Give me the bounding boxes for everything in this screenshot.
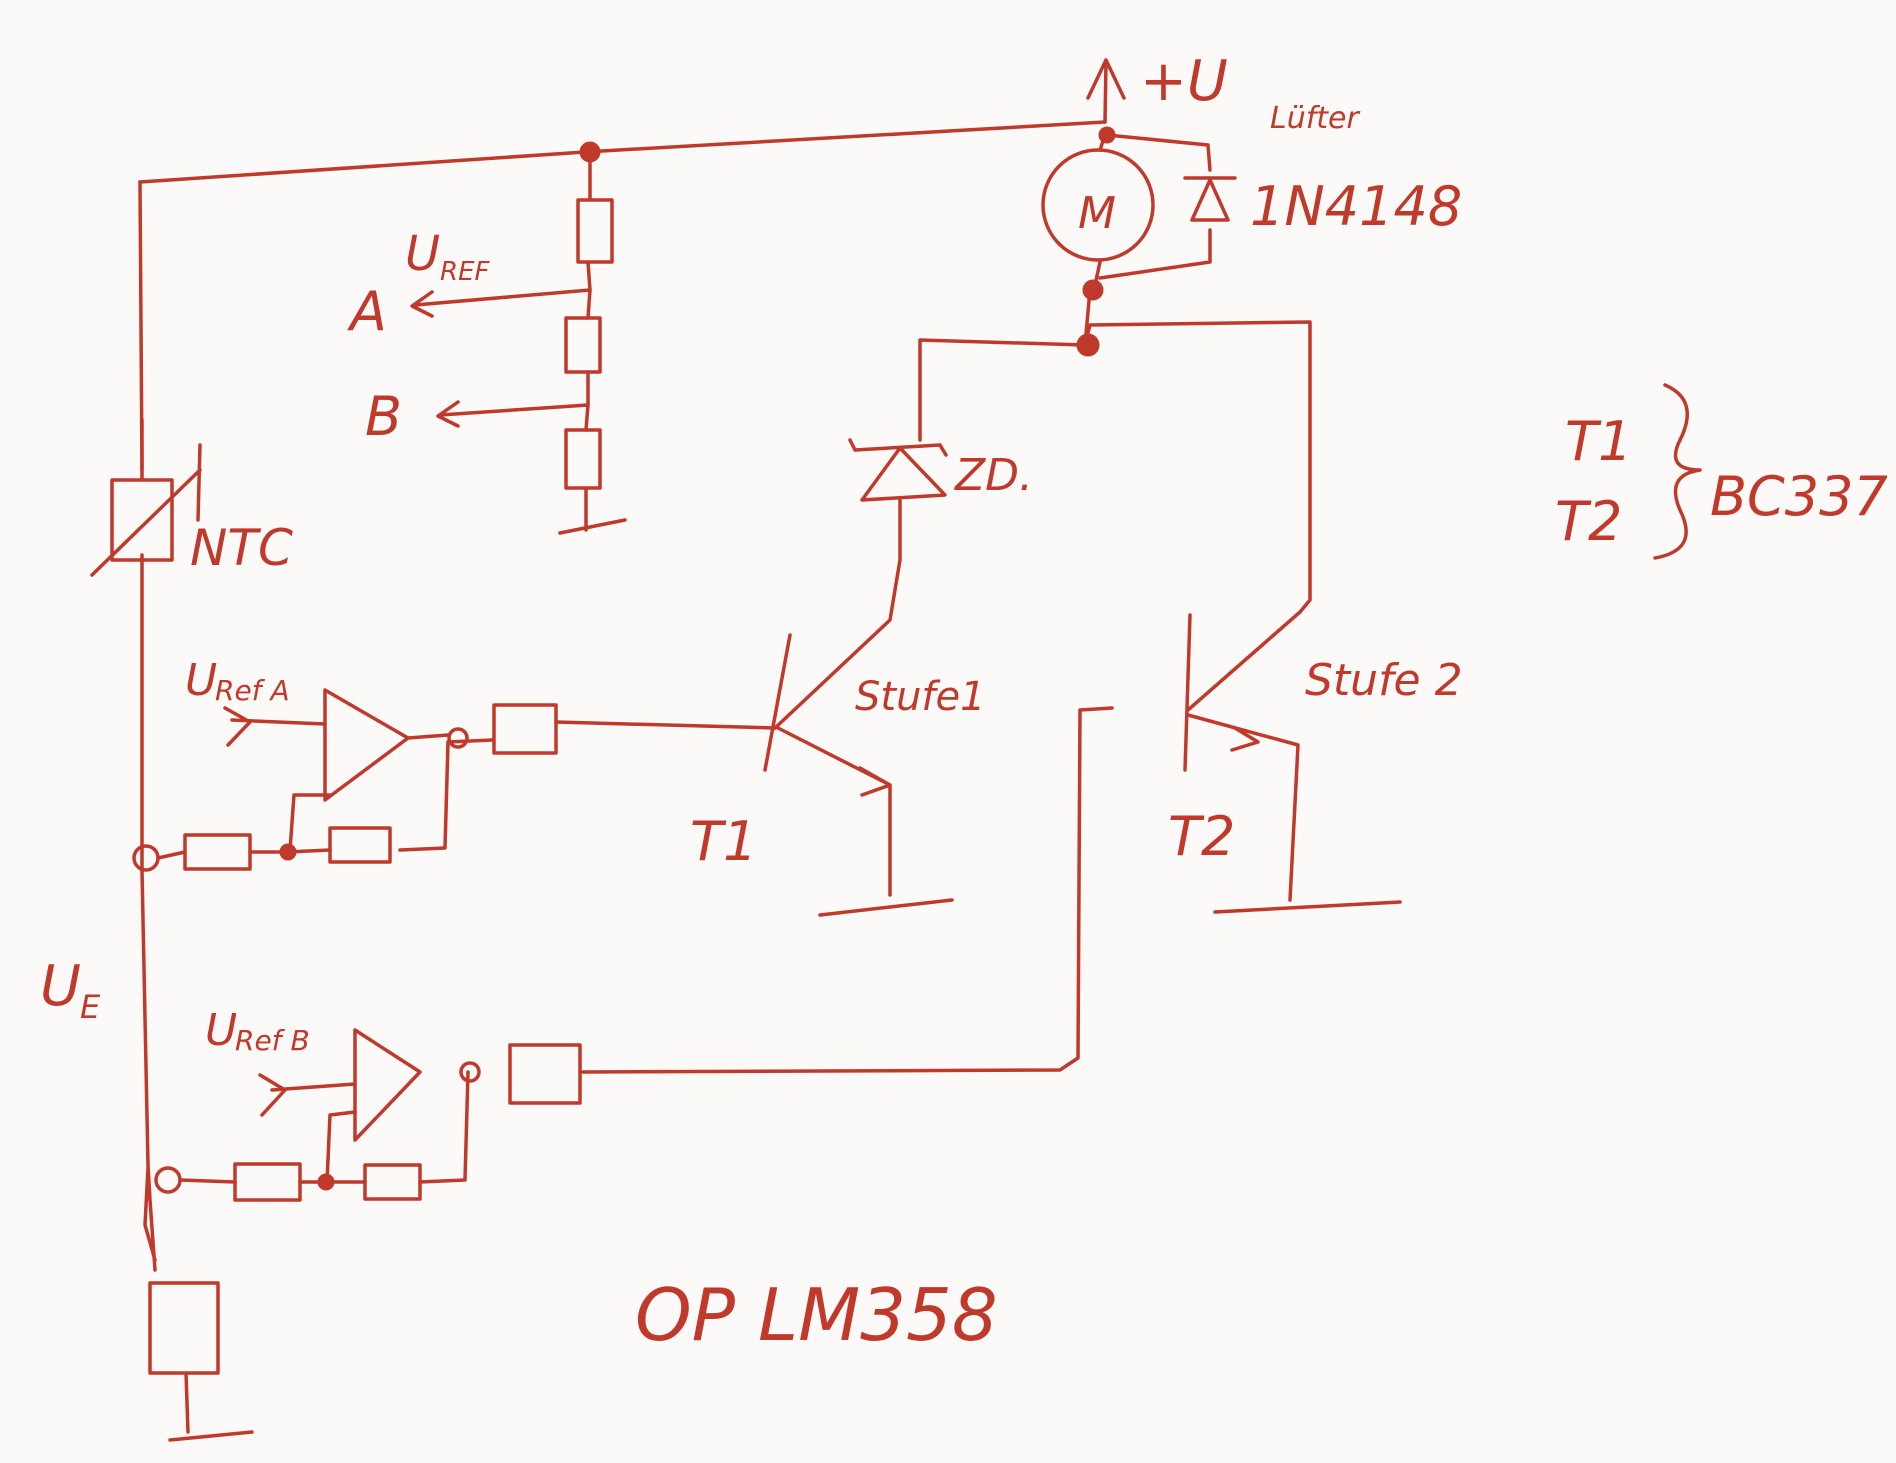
collector-rail-wire xyxy=(918,288,1312,614)
divider-wire xyxy=(584,150,592,532)
legend-brace-icon xyxy=(1653,383,1702,560)
supply-label: +U xyxy=(1140,49,1228,114)
supply-sub-label: Lüfter xyxy=(1270,101,1361,136)
uref-sub-label: REF xyxy=(440,257,490,287)
ntc-label: NTC xyxy=(190,519,293,577)
uref-label: U xyxy=(405,226,440,282)
tap-b-arrow-icon xyxy=(436,400,590,428)
flyback-diode-icon xyxy=(1183,176,1237,222)
out-b-label: B xyxy=(365,385,402,448)
input-voltage-label: U xyxy=(40,954,81,1019)
supply-arrow-icon xyxy=(1086,58,1126,124)
t1-base-wire xyxy=(554,720,777,730)
comparator-a-out-node xyxy=(447,727,469,749)
divider-resistor-bottom xyxy=(564,428,602,490)
t1-label: T1 xyxy=(690,810,757,873)
comparator-a-opamp xyxy=(323,688,410,802)
motor-wire xyxy=(1093,133,1212,287)
comparator-b-out-node xyxy=(459,1061,481,1083)
ntc-thermistor xyxy=(110,478,174,562)
divider-ground-icon xyxy=(558,518,627,535)
ref-b-label: U xyxy=(205,1005,237,1056)
t1-base-resistor xyxy=(492,703,558,755)
comparator-b-fb-node xyxy=(317,1173,335,1191)
t2-base-resistor xyxy=(508,1043,582,1105)
bottom-ground-icon xyxy=(168,1430,254,1442)
comparator-b-resistor-fb xyxy=(363,1163,422,1201)
top-rail-wire xyxy=(138,120,1107,184)
ref-a-sub-label: Ref A xyxy=(215,674,290,707)
comparator-a-resistor-in xyxy=(183,833,252,871)
zener-wire xyxy=(773,498,902,730)
stage2-label: Stufe 2 xyxy=(1305,655,1463,706)
ntc-slash xyxy=(90,443,202,577)
ref-a-label: U xyxy=(185,655,217,706)
zener-label: ZD. xyxy=(954,450,1033,501)
t2-base-wire xyxy=(578,706,1114,1074)
stage1-label: Stufe1 xyxy=(855,674,986,720)
motor-icon xyxy=(1041,148,1155,262)
tap-a-arrow-icon xyxy=(410,288,592,318)
out-a-label: A xyxy=(347,280,387,343)
comparator-a-ref-arrow xyxy=(223,706,327,747)
t2-transistor xyxy=(1183,610,1302,902)
legend-t2-label: T2 xyxy=(1555,490,1622,553)
zener-diode-icon xyxy=(848,438,948,502)
t2-label: T2 xyxy=(1168,805,1235,868)
opamp-label: OP LM358 xyxy=(635,1273,998,1357)
divider-resistor-top xyxy=(576,198,614,264)
motor-label: M xyxy=(1078,188,1116,239)
t1-ground-icon xyxy=(818,898,954,917)
comparator-a-fb-node xyxy=(279,843,297,861)
comparator-b-opamp xyxy=(353,1028,422,1142)
bottom-wire xyxy=(184,1371,190,1434)
comparator-b-resistor-in xyxy=(233,1162,302,1202)
t1-transistor xyxy=(763,633,892,897)
comparator-a-resistor-fb xyxy=(328,826,392,864)
input-voltage-sub-label: E xyxy=(80,988,101,1026)
ref-b-sub-label: Ref B xyxy=(235,1024,310,1057)
legend-t1-label: T1 xyxy=(1565,410,1632,473)
t2-ground-icon xyxy=(1213,900,1402,914)
diode-label: 1N4148 xyxy=(1250,175,1462,238)
comparator-b-ref-arrow xyxy=(258,1073,357,1117)
comparator-a-out-wire xyxy=(406,733,450,740)
node-b-input xyxy=(154,1166,182,1194)
node-a-input xyxy=(132,844,160,872)
motor-node-top xyxy=(1082,279,1104,301)
bottom-resistor xyxy=(148,1281,220,1375)
legend-part-label: BC337 xyxy=(1710,465,1888,528)
ntc-wire xyxy=(140,418,157,1272)
divider-resistor-mid xyxy=(564,316,602,374)
comparator-b-input-wire xyxy=(178,1070,470,1184)
